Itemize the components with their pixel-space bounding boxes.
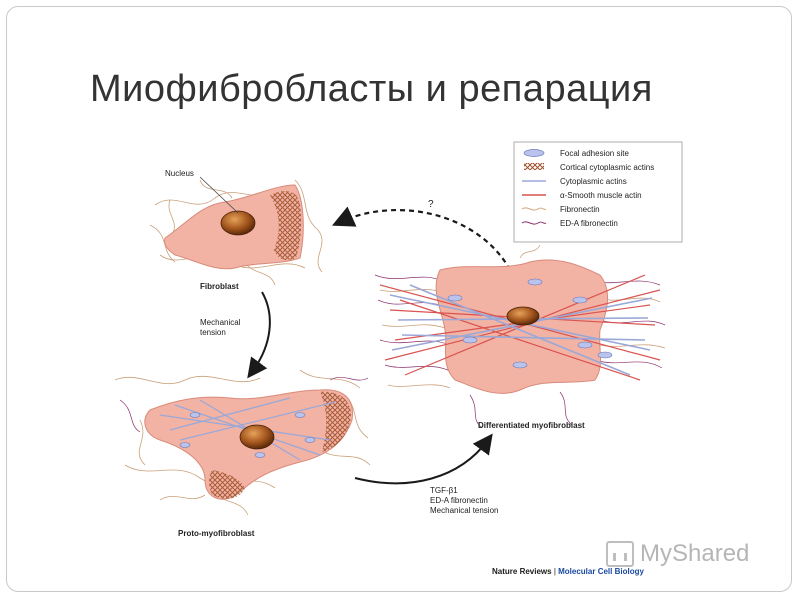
proto-focal-adhesions xyxy=(179,412,316,458)
credit-journal: Nature Reviews xyxy=(492,567,552,576)
question-mark-label: ? xyxy=(428,199,434,210)
source-credit: Nature Reviews | Molecular Cell Biology xyxy=(492,567,644,576)
watermark-text: MyShared xyxy=(640,540,750,567)
legend-item-focal-adhesion: Focal adhesion site xyxy=(523,149,629,158)
slide-frame xyxy=(6,6,792,592)
differentiated-myofibroblast-label: Differentiated myofibroblast xyxy=(478,421,585,430)
diff-focal-adhesions xyxy=(447,278,613,369)
legend-item-sma: α-Smooth muscle actin xyxy=(522,191,642,200)
proto-eda-fibronectin-fibers xyxy=(119,376,369,433)
arrow1-label-line2: tension xyxy=(200,328,226,337)
fibroblast-cortical-actin xyxy=(270,191,302,260)
presentation-icon xyxy=(606,541,634,567)
diff-nucleus xyxy=(506,306,540,326)
arrow1-label-line1: Mechanical xyxy=(200,318,241,327)
credit-separator: | xyxy=(551,567,559,576)
arrow2-label-line1: TGF-β1 xyxy=(430,486,458,495)
arrow2-label-line2: ED-A fibronectin xyxy=(430,496,488,505)
proto-myofibroblast-cell xyxy=(114,369,371,516)
legend-label: Cortical cytoplasmic actins xyxy=(560,163,654,172)
fibroblast-cell xyxy=(149,176,323,286)
legend-label: Fibronectin xyxy=(560,205,600,214)
fibroblast-nucleus xyxy=(220,210,256,236)
differentiated-myofibroblast-cell xyxy=(374,244,666,429)
credit-section: Molecular Cell Biology xyxy=(558,567,644,576)
proto-myofibroblast-label: Proto-myofibroblast xyxy=(178,529,255,538)
arrow2-label-line3: Mechanical tension xyxy=(430,506,498,515)
focal-adhesion-icon xyxy=(523,149,545,157)
legend-item-cytoplasmic-actin: Cytoplasmic actins xyxy=(522,177,627,186)
legend-item-eda-fibronectin: ED-A fibronectin xyxy=(521,219,618,228)
mechanical-tension-arrow xyxy=(247,291,271,379)
reversion-dashed-arrow xyxy=(331,206,511,271)
cortical-actin-icon xyxy=(524,163,544,170)
legend-label: Focal adhesion site xyxy=(560,149,629,158)
watermark: MyShared xyxy=(606,538,776,570)
wavy-line-icon xyxy=(521,207,547,211)
nucleus-label: Nucleus xyxy=(165,169,194,178)
legend-item-fibronectin: Fibronectin xyxy=(521,205,600,214)
legend: Focal adhesion site Cortical cytoplasmic… xyxy=(513,141,683,243)
nucleus-pointer xyxy=(199,176,239,214)
legend-label: Cytoplasmic actins xyxy=(560,177,627,186)
legend-label: α-Smooth muscle actin xyxy=(560,191,642,200)
tgf-arrow xyxy=(354,433,493,485)
proto-nucleus xyxy=(239,424,275,450)
fibroblast-label: Fibroblast xyxy=(200,282,239,291)
wavy-line-icon xyxy=(521,221,547,225)
legend-item-cortical-actin: Cortical cytoplasmic actins xyxy=(524,163,654,172)
legend-label: ED-A fibronectin xyxy=(560,219,618,228)
slide-title: Миофибробласты и репарация xyxy=(90,68,653,110)
proto-cortical-actin-right xyxy=(320,391,351,452)
proto-cortical-actin-bottom xyxy=(209,470,245,499)
